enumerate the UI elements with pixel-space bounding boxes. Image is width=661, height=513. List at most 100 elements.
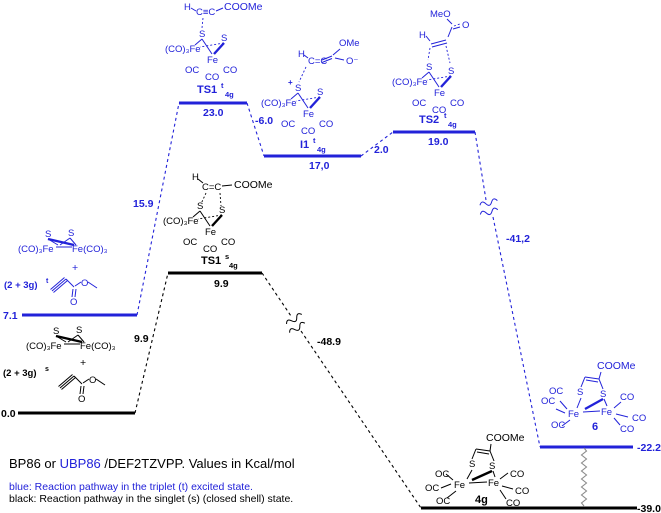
carbonyl-ligand: CO	[450, 98, 464, 109]
sulfur-atom: S	[219, 205, 225, 216]
label-superscript: t	[313, 136, 316, 145]
oxygen-atom: O	[462, 20, 469, 31]
carbonyl-ligand: CO	[620, 424, 634, 435]
ester-group: COOMe	[224, 1, 263, 13]
carbonyl-ligand: CO	[515, 486, 529, 497]
carbonyl-ligand: OC	[435, 469, 449, 480]
label-base: (2 + 3g)	[4, 280, 38, 291]
iron-atom: Fe	[207, 55, 218, 66]
value-product-6: -22.2	[637, 442, 661, 454]
edge-label-ts1t-to-i1t: -6.0	[255, 115, 273, 127]
connector-ts1s-to-4g-upper	[261, 272, 292, 317]
label-base: TS2	[419, 114, 439, 126]
ester-group: COOMe	[597, 360, 636, 372]
connector-ts2t-to-6-lower	[492, 216, 541, 448]
fe-tricarbonyl: (CO)₃Fe	[163, 216, 199, 227]
sulfur-atom: S	[199, 29, 205, 40]
break-mark-singlet	[286, 313, 306, 333]
caption-method-line: BP86 or UBP86 /DEF2TZVPP. Values in Kcal…	[9, 456, 295, 471]
sulfur-atom: S	[448, 66, 454, 77]
carbonyl-ligand: OC	[183, 237, 197, 248]
iron-atom: Fe	[568, 409, 579, 420]
connector-ts1t-to-i1t	[246, 102, 265, 157]
carbonyl-ligand: CO	[510, 469, 524, 480]
iron-atom: Fe	[601, 407, 612, 418]
fe-tricarbonyl: (CO)₃Fe	[165, 44, 201, 55]
edge-label-triplet-activation: 15.9	[133, 198, 154, 210]
caption-method-part3: /DEF2TZVPP. Values in Kcal/mol	[104, 456, 294, 471]
sulfur-atom: S	[600, 389, 606, 400]
edge-label-ts2t-to-6: -41,2	[506, 233, 530, 245]
label-subscript: 4g	[317, 145, 326, 154]
ester-group: COOMe	[486, 432, 525, 444]
sulfur-atom: S	[53, 326, 59, 337]
label-singlet-reactants: (2 + 3g) s	[3, 366, 49, 379]
carbonyl-ligand: CO	[223, 65, 237, 76]
carbonyl-ligand: CO	[205, 72, 219, 83]
label-ts1-triplet: TS1 t 4g	[197, 81, 234, 99]
oxyanion: O⁻	[346, 56, 358, 67]
sulfur-atom: S	[197, 201, 203, 212]
carbonyl-ligand: CO	[221, 237, 235, 248]
label-ts1-singlet: TS1 s 4g	[201, 252, 238, 270]
connector-ts1s-to-4g-lower	[300, 330, 422, 509]
label-i1-triplet: I1 t 4g	[300, 136, 326, 154]
sulfur-atom: S	[68, 228, 74, 239]
hydrogen-atom: H	[298, 49, 305, 60]
value-singlet-reactants: 0.0	[1, 408, 16, 420]
value-ts2-triplet: 19.0	[428, 136, 449, 148]
value-i1-triplet: 17,0	[309, 160, 330, 172]
label-superscript: t	[444, 111, 447, 120]
fe-tricarbonyl: Fe(CO)₃	[80, 341, 116, 352]
wavy-connector-6-to-4g	[580, 447, 588, 507]
carbonyl-ligand: OC	[412, 98, 426, 109]
connector-triplet-activation	[136, 102, 180, 316]
edge-label-i1t-to-ts2t: 2.0	[374, 144, 389, 156]
carbonyl-ligand: CO	[319, 119, 333, 130]
label-product-4g: 4g	[475, 494, 488, 506]
methoxy-group: MeO	[430, 9, 451, 20]
label-base: (2 + 3g)	[3, 368, 37, 379]
connector-ts2t-to-6-upper	[474, 131, 487, 201]
structure-ts1-singlet: H C=C COOMe S S (CO)₃Fe Fe OC CO CO	[163, 172, 273, 255]
fe-tricarbonyl: (CO)₃Fe	[18, 244, 54, 255]
label-base: TS1	[201, 255, 221, 267]
sulfur-atom: S	[489, 461, 495, 472]
label-subscript: 4g	[225, 90, 234, 99]
break-mark-triplet	[479, 198, 499, 216]
label-base: I1	[300, 139, 309, 151]
alkene-carbons: C=C	[202, 182, 221, 193]
allene-carbons: C=C	[308, 56, 327, 67]
methoxy-group: OMe	[339, 38, 360, 49]
structure-product-6: COOMe S S Fe Fe OC OC OC CO CO CO	[541, 360, 646, 435]
carbonyl-ligand: CO	[620, 392, 634, 403]
oxygen-atom: O	[89, 375, 96, 386]
label-product-6: 6	[592, 421, 598, 433]
carbonyl-ligand: OC	[549, 386, 563, 397]
label-superscript: t	[221, 81, 224, 90]
label-superscript: s	[225, 252, 229, 261]
sulfur-atom: S	[426, 62, 432, 73]
edge-label-ts1s-to-4g: -48.9	[317, 336, 341, 348]
edge-label-singlet-activation: 9.9	[134, 333, 149, 345]
carbonyl-ligand: CO	[301, 126, 315, 137]
sulfur-atom: S	[45, 229, 51, 240]
carbonyl-ligand: OC	[541, 396, 555, 407]
oxygen-atom: O	[70, 297, 77, 308]
carbonyl-ligand: OC	[551, 420, 565, 431]
iron-atom: Fe	[303, 109, 314, 120]
label-base: TS1	[197, 84, 217, 96]
caption-method-part2: UBP86	[60, 456, 101, 471]
iron-atom: Fe	[434, 88, 445, 99]
fe-tricarbonyl: (CO)₃Fe	[261, 98, 297, 109]
structure-ts1-triplet: H C≡C COOMe S S (CO)₃Fe Fe OC CO CO	[165, 1, 263, 83]
value-product-4g: -39.0	[637, 503, 661, 513]
value-ts1-singlet: 9.9	[214, 278, 229, 290]
carbonyl-ligand: CO	[632, 413, 646, 424]
structure-product-4g: COOMe S S Fe Fe OC OC OC CO CO CO	[425, 432, 529, 509]
sulfur-atom: S	[317, 87, 323, 98]
label-superscript: t	[46, 278, 49, 285]
carbonyl-ligand: CO	[506, 498, 520, 509]
